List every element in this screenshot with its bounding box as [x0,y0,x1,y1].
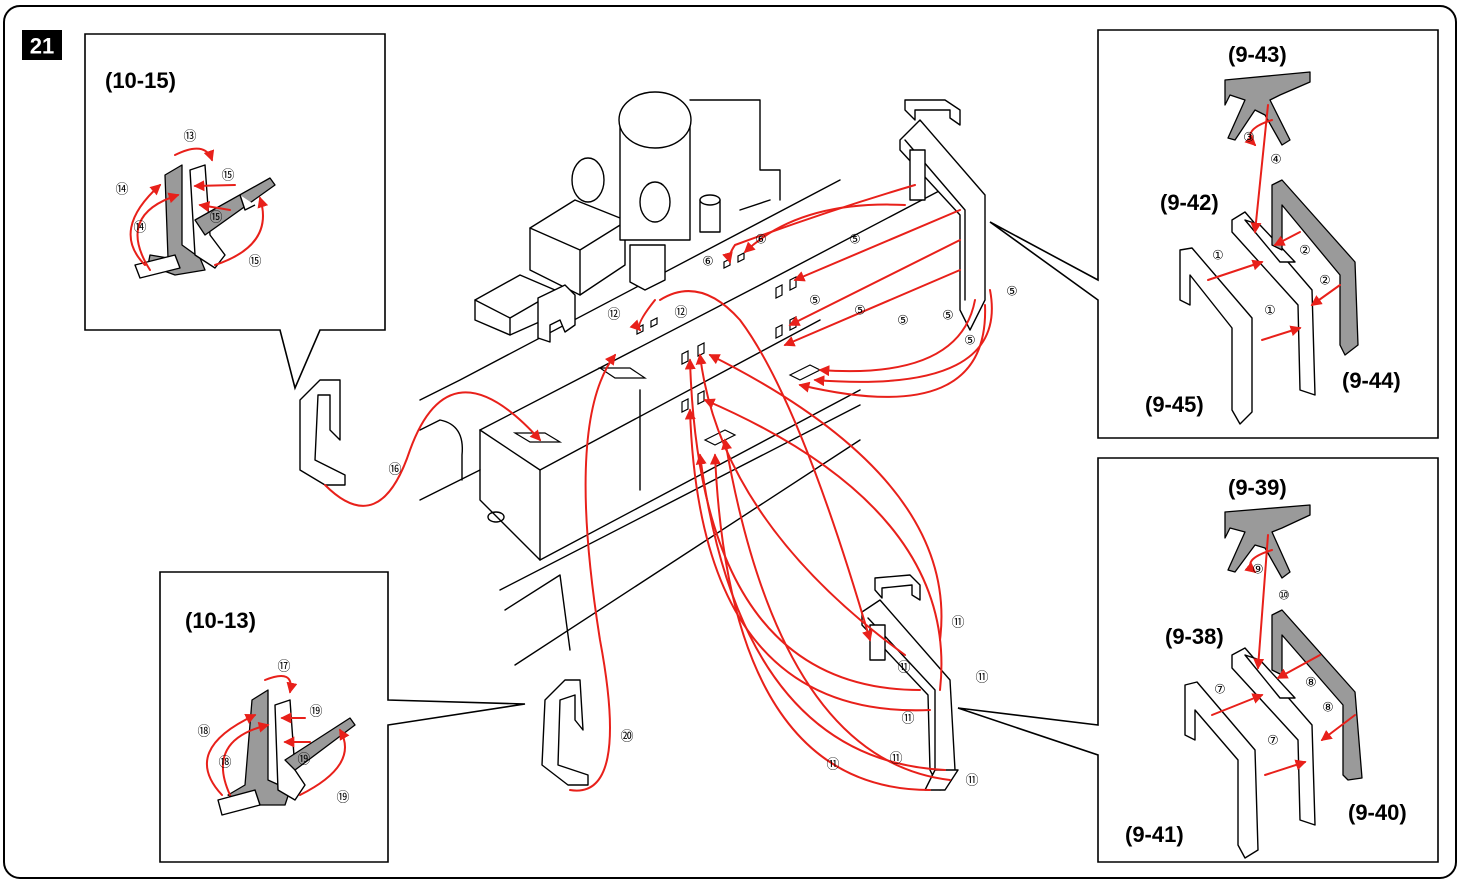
step-markers: ⑬ ⑮ ⑭ ⑭ ⑮ ⑮ ⑰ ⑲ ⑱ ⑱ ⑲ ⑲ ⑯ ⑳ ⑫ ⑫ ⑥ ⑥ ⑤ ⑤ … [115,130,1333,806]
marker-11: ⑪ [889,752,902,767]
callout-label-10-13: (10-13) [185,608,256,633]
frame-part-lower [861,574,959,791]
marker-6: ⑥ [755,233,767,248]
marker-20: ⑳ [620,730,633,745]
marker-14: ⑭ [133,221,146,236]
marker-5: ⑤ [897,314,909,329]
label-9-38: (9-38) [1165,624,1224,649]
hull-structure [419,91,961,666]
frame-part-upper [899,99,986,331]
label-9-41: (9-41) [1125,822,1184,847]
step-badge: 21 [22,30,62,60]
marker-5: ⑤ [854,304,866,319]
loose-part-20 [541,679,589,786]
marker-1: ① [1264,304,1276,319]
marker-15: ⑮ [248,255,261,270]
marker-12: ⑫ [607,308,620,323]
marker-12: ⑫ [674,306,687,321]
marker-9: ⑨ [1252,563,1264,578]
marker-4: ④ [1270,153,1282,168]
label-9-43: (9-43) [1228,42,1287,67]
marker-10: ⑩ [1278,589,1290,604]
marker-8: ⑧ [1322,701,1334,716]
marker-15: ⑮ [209,211,222,226]
marker-13: ⑬ [183,130,196,145]
marker-5: ⑤ [809,294,821,309]
marker-5: ⑤ [964,334,976,349]
marker-11: ⑪ [826,758,839,773]
marker-18: ⑱ [218,756,231,771]
detail-box-lower: (9-39) (9-38) (9-41) (9-40) [957,457,1439,863]
marker-5: ⑤ [942,309,954,324]
assembly-arrows [129,104,1356,796]
marker-1: ① [1212,249,1224,264]
callout-10-13: (10-13) [159,571,526,863]
marker-2: ② [1319,274,1331,289]
marker-5: ⑤ [1006,285,1018,300]
loose-part-16 [299,379,346,486]
marker-19: ⑲ [297,753,310,768]
marker-8: ⑧ [1305,676,1317,691]
label-9-45: (9-45) [1145,392,1204,417]
callout-10-15: (10-15) [84,33,386,391]
marker-6: ⑥ [702,255,714,270]
marker-11: ⑪ [965,774,978,789]
marker-7: ⑦ [1267,734,1279,749]
marker-5: ⑤ [849,233,861,248]
marker-14: ⑭ [115,183,128,198]
marker-18: ⑱ [197,725,210,740]
marker-2: ② [1299,244,1311,259]
marker-3: ③ [1243,131,1255,146]
label-9-40: (9-40) [1348,800,1407,825]
marker-11: ⑪ [901,712,914,727]
page-frame [3,5,1457,879]
marker-11: ⑪ [951,616,964,631]
marker-19: ⑲ [309,705,322,720]
marker-11: ⑪ [897,661,910,676]
detail-box-upper: (9-43) (9-42) (9-45) (9-44) [989,29,1439,439]
marker-19: ⑲ [336,791,349,806]
label-9-44: (9-44) [1342,368,1401,393]
callout-label-10-15: (10-15) [105,68,176,93]
marker-16: ⑯ [388,463,401,478]
marker-7: ⑦ [1214,683,1226,698]
marker-15: ⑮ [221,169,234,184]
marker-11: ⑪ [975,671,988,686]
label-9-39: (9-39) [1228,475,1287,500]
marker-17: ⑰ [277,660,290,675]
step-number: 21 [30,34,54,59]
label-9-42: (9-42) [1160,190,1219,215]
